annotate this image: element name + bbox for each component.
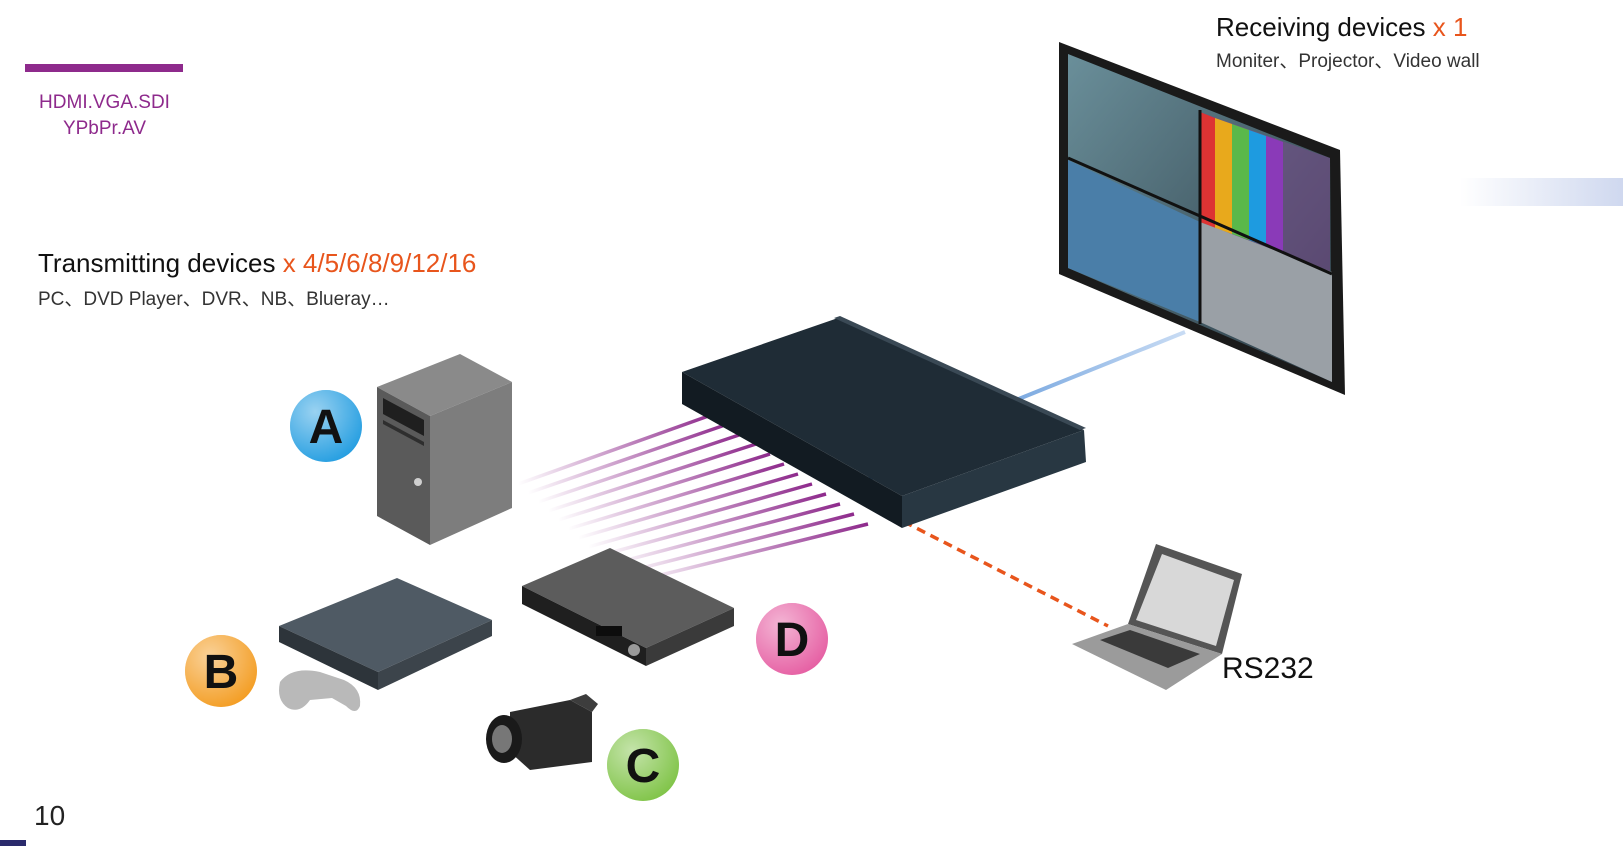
input-signal-line [597,492,827,558]
input-signal-lines [517,412,869,585]
transmitting-count: x 4/5/6/8/9/12/16 [282,248,477,278]
input-signal-line [567,462,785,531]
edge-decoration [1460,178,1623,206]
monitor-icon [1059,42,1345,395]
gamepad-icon [279,670,361,711]
input-signal-line [617,512,855,576]
badge-c-label: C [626,740,661,793]
input-signal-line [537,432,743,504]
badge-d: D [756,603,828,675]
dvd-player-icon [522,548,734,666]
badge-b: B [185,635,257,707]
signal-types-line-2: YPbPr.AV [62,118,147,139]
input-signal-line [627,522,869,585]
transmitting-title-text: Transmitting devices [38,248,276,278]
transmitting-title: Transmitting devices x 4/5/6/8/9/12/16 [38,248,476,279]
matrix-switcher-icon [682,316,1086,528]
badge-a: A [290,390,362,462]
receiving-title: Receiving devices x 1 [1216,12,1467,43]
page-number: 10 [34,800,66,831]
receiving-title-text: Receiving devices [1216,12,1426,42]
signal-types-line-1: HDMI.VGA.SDI [39,92,170,113]
transmitting-examples: PC、DVD Player、DVR、NB、Blueray… [38,289,390,310]
input-signal-line [587,482,813,549]
badge-c: C [607,729,679,801]
laptop-icon [1072,544,1242,690]
receiving-examples: Moniter、Projector、Video wall [1216,51,1480,72]
badge-a-label: A [309,401,344,454]
input-signal-line [557,452,771,522]
signal-types-label: HDMI.VGA.SDI YPbPr.AV [26,90,183,142]
badge-d-label: D [775,614,810,667]
input-signal-line [527,422,729,495]
camcorder-icon [486,694,598,770]
page-marker [0,840,26,846]
pc-tower-icon [377,354,512,545]
input-signal-line [577,472,799,540]
input-signal-line [607,502,841,567]
legend-bar [25,64,183,72]
rs232-label: RS232 [1222,652,1314,685]
rs232-control-line [876,506,1109,628]
badge-b-label: B [204,646,239,699]
game-console-icon [279,578,492,690]
input-signal-line [547,442,757,513]
input-signal-line [517,412,715,486]
receiving-count: x 1 [1432,12,1468,42]
